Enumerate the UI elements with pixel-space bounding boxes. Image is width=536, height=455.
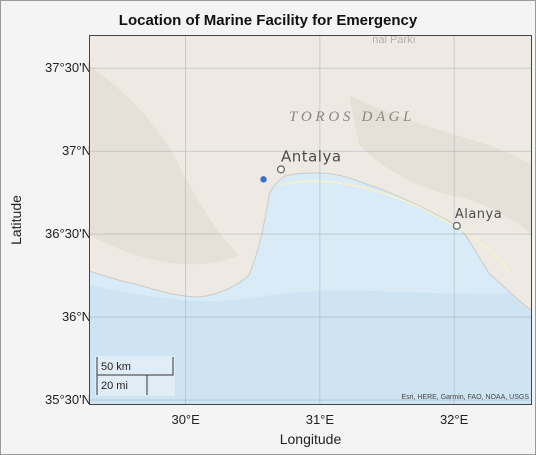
region-label: T O R O S D A G L	[289, 109, 412, 125]
map-title: Location of Marine Facility for Emergenc…	[118, 12, 418, 29]
marine-facility-marker[interactable]	[260, 176, 267, 183]
y-tick-label: 35°30'N	[45, 392, 91, 408]
mountain-shading	[89, 65, 239, 265]
y-tick-label: 37°N	[61, 143, 91, 159]
x-tick-label: 31°E	[305, 412, 335, 427]
scalebar: 50 km 20 mi	[95, 356, 175, 396]
x-tick-label: 30°E	[171, 412, 200, 427]
y-axis-label: Latitude	[8, 195, 24, 245]
city-marker	[452, 221, 461, 230]
coastal-road	[278, 180, 510, 272]
map-border	[89, 35, 532, 405]
scalebar-mi-label: 20 mi	[101, 380, 128, 392]
y-tick-label: 36°30'N	[45, 226, 91, 242]
x-tick-label: 32°E	[439, 412, 469, 427]
mountain-shading-east	[349, 95, 532, 235]
city-label: Antalya	[281, 147, 342, 165]
y-tick-label: 36°N	[61, 309, 91, 325]
map-canvas[interactable]: nal Parkı T O R O S D A G L AntalyaAlany…	[89, 35, 532, 405]
sea-depth-shade	[89, 285, 532, 405]
y-tick-label: 37°30'N	[45, 60, 91, 76]
scalebar-km-label: 50 km	[101, 361, 131, 373]
attribution: Esri, HERE, Garmin, FAO, NOAA, USGS	[401, 394, 529, 401]
x-axis-label: Longitude	[279, 431, 342, 447]
graticule	[89, 35, 532, 405]
city-marker	[276, 165, 286, 174]
park-label: nal Parkı	[372, 35, 415, 46]
city-label: Alanya	[455, 207, 502, 222]
